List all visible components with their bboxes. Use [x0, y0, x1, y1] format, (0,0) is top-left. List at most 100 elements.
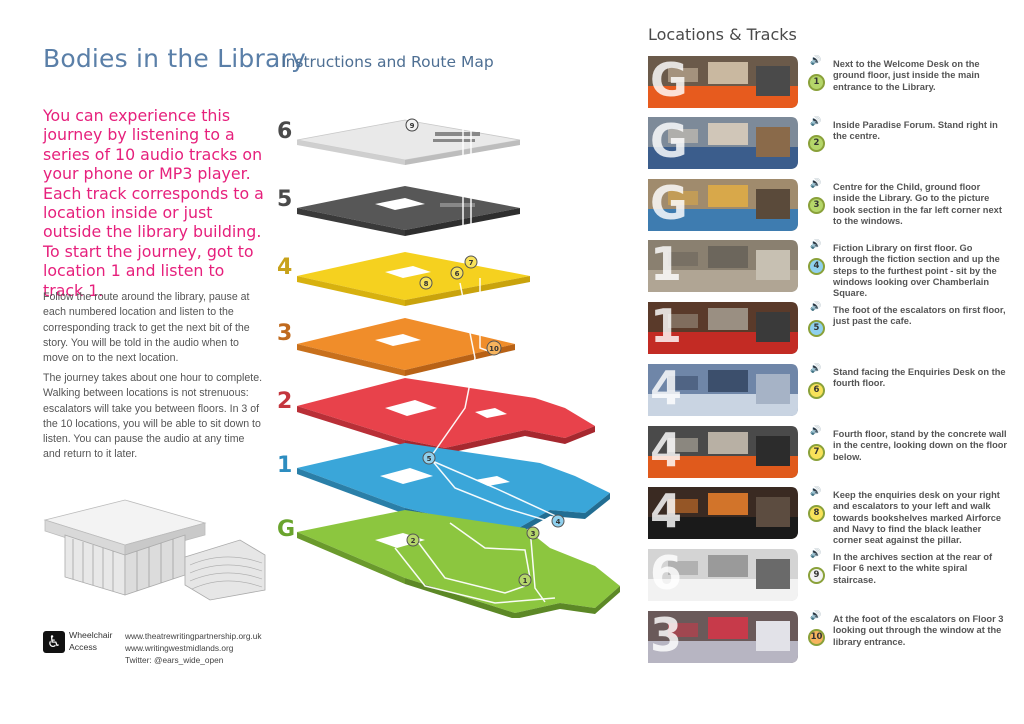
floor-5: 5 [277, 186, 520, 236]
track-description: At the foot of the escalators on Floor 3… [833, 614, 1004, 647]
track-item: 4 🔊 8 Keep the enquiries desk on your right… [648, 487, 1018, 545]
marker-5: 5 [422, 451, 436, 465]
floor-letter: G [650, 56, 688, 107]
svg-text:7: 7 [469, 259, 474, 267]
marker-1: 1 [518, 573, 532, 587]
location-photo: 1 [648, 302, 798, 354]
speaker-icon: 🔊 [810, 426, 822, 436]
track-number-badge: 4 [808, 258, 825, 275]
page-title: Bodies in the Library [43, 44, 306, 73]
track-description: In the archives section at the rear of F… [833, 552, 993, 585]
wheelchair-icon: ♿ [43, 631, 65, 653]
instructions-paragraph: The journey takes about one hour to comp… [43, 372, 263, 461]
svg-text:2: 2 [411, 537, 416, 545]
location-photo: 3 [648, 611, 798, 663]
floor-3: 3 [277, 318, 515, 376]
floor-2: 2 [277, 378, 595, 454]
footer-twitter[interactable]: Twitter: @ears_wide_open [125, 655, 224, 665]
track-item: 4 🔊 7 Fourth floor, stand by the concrete w… [648, 426, 1018, 480]
svg-text:9: 9 [410, 122, 415, 130]
location-photo: 1 [648, 240, 798, 292]
location-photo: 4 [648, 364, 798, 416]
speaker-icon: 🔊 [810, 240, 822, 250]
svg-text:8: 8 [424, 280, 429, 288]
track-description: Centre for the Child, ground floor insid… [833, 182, 1002, 226]
footer-link[interactable]: www.theatrewritingpartnership.org.uk [125, 631, 262, 641]
marker-8: 8 [419, 276, 433, 290]
location-photo: G [648, 117, 798, 169]
instructions-paragraph: Follow the route around the library, pau… [43, 291, 250, 365]
track-description: Inside Paradise Forum. Stand right in th… [833, 120, 998, 142]
floor-label-1: 1 [277, 453, 292, 478]
floor-label-6: 6 [277, 119, 292, 144]
svg-text:5: 5 [427, 455, 432, 463]
footer-links: www.theatrewritingpartnership.org.uk www… [125, 630, 262, 666]
speaker-icon: 🔊 [810, 487, 822, 497]
track-item: 3 🔊 10 At the foot of the escalators on Flo… [648, 611, 1018, 665]
location-photo: 4 [648, 426, 798, 478]
footer-link[interactable]: www.writingwestmidlands.org [125, 643, 234, 653]
marker-6: 6 [450, 266, 464, 280]
floor-label-4: 4 [277, 255, 292, 280]
marker-7: 7 [464, 255, 478, 269]
track-description: Next to the Welcome Desk on the ground f… [833, 59, 980, 92]
svg-text:3: 3 [531, 530, 536, 538]
floor-letter: 1 [650, 302, 683, 353]
floor-label-3: 3 [277, 321, 292, 346]
track-number-badge: 10 [808, 629, 825, 646]
floor-letter: 4 [650, 487, 683, 538]
route-markers: 9 7 6 8 10 5 4 3 2 1 [405, 118, 565, 587]
library-building-illustration [43, 499, 266, 601]
floor-letter: G [650, 179, 688, 230]
track-item: 6 🔊 9 In the archives section at the rear o… [648, 549, 1018, 603]
floor-g: G [277, 510, 620, 618]
floor-letter: 1 [650, 240, 683, 291]
location-photo: 4 [648, 487, 798, 539]
location-photo: 6 [648, 549, 798, 601]
track-number-badge: 6 [808, 382, 825, 399]
svg-text:1: 1 [523, 577, 528, 585]
floor-letter: 6 [650, 549, 683, 600]
marker-2: 2 [406, 533, 420, 547]
floor-letter: 4 [650, 364, 683, 415]
locations-heading: Locations & Tracks [648, 25, 797, 44]
track-description: Fourth floor, stand by the concrete wall… [833, 429, 1008, 462]
floor-letter: G [650, 117, 688, 168]
speaker-icon: 🔊 [810, 611, 822, 621]
floor-label-5: 5 [277, 187, 292, 212]
track-description: Keep the enquiries desk on your right an… [833, 490, 1002, 546]
speaker-icon: 🔊 [810, 364, 822, 374]
floor-4: 4 [277, 252, 530, 306]
speaker-icon: 🔊 [810, 549, 822, 559]
marker-4: 4 [551, 514, 565, 528]
track-number-badge: 2 [808, 135, 825, 152]
floor-letter: 3 [650, 611, 683, 662]
speaker-icon: 🔊 [810, 117, 822, 127]
track-number-badge: 8 [808, 505, 825, 522]
svg-text:4: 4 [556, 518, 561, 526]
track-number-badge: 5 [808, 320, 825, 337]
location-photo: G [648, 179, 798, 231]
track-number-badge: 1 [808, 74, 825, 91]
route-map: .flabel { font-family: "DejaVu Sans", sa… [277, 118, 620, 618]
speaker-icon: 🔊 [810, 179, 822, 189]
track-number-badge: 7 [808, 444, 825, 461]
track-item: G 🔊 2 Inside Paradise Forum. Stand right in… [648, 117, 1018, 171]
track-description: The foot of the escalators on first floo… [833, 305, 1006, 327]
location-photo: G [648, 56, 798, 108]
intro-text: You can experience this journey by liste… [43, 106, 264, 300]
marker-10: 10 [486, 340, 502, 356]
svg-text:6: 6 [455, 270, 460, 278]
track-number-badge: 9 [808, 567, 825, 584]
track-item: 1 🔊 4 Fiction Library on first floor. Go th… [648, 240, 1018, 298]
floor-label-2: 2 [277, 389, 292, 414]
page-subtitle: Instructions and Route Map [281, 53, 494, 71]
floor-letter: 4 [650, 426, 683, 477]
svg-text:10: 10 [489, 345, 499, 353]
floor-1: 1 [277, 443, 610, 539]
track-description: Fiction Library on first floor. Go throu… [833, 243, 1000, 299]
